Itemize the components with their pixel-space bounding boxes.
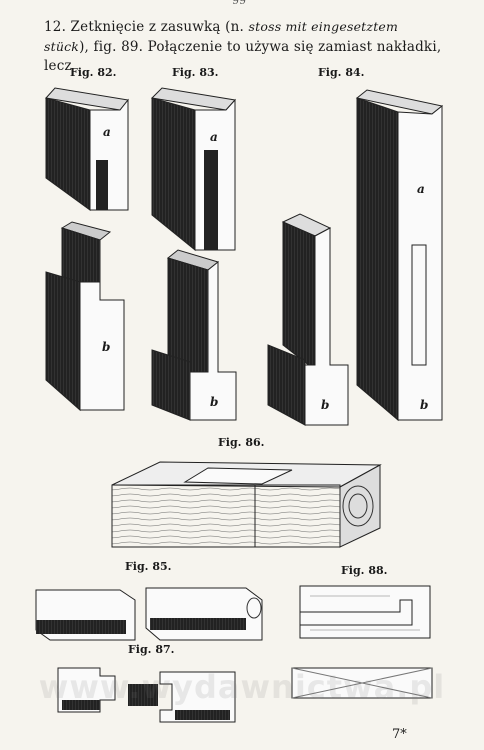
fig82-label: Fig. 82. xyxy=(70,66,117,79)
fig84-label: Fig. 84. xyxy=(318,66,365,79)
fig83-label: Fig. 83. xyxy=(172,66,219,79)
fig87-drawing xyxy=(57,667,433,723)
page-number: 7* xyxy=(392,727,407,742)
fig86-drawing xyxy=(111,461,382,548)
watermark: www.wydawnictwa.pl xyxy=(38,668,446,706)
fig86-label: Fig. 86. xyxy=(218,436,265,449)
fig82-letter-b: b xyxy=(102,340,111,354)
fig83-letter-a: a xyxy=(210,130,218,144)
fig87-label: Fig. 87. xyxy=(128,643,175,656)
para-line2-b: ), fig. 89. Połączenie to używa się zami… xyxy=(44,39,442,74)
fig84-letter-a: a xyxy=(417,182,425,196)
top-page-number: 99 xyxy=(232,0,246,7)
para-line1-b: stoss mit eingesetztem xyxy=(248,19,399,34)
fig83-drawing xyxy=(150,87,237,421)
para-line2-a: stück xyxy=(44,39,80,54)
fig83-letter-b: b xyxy=(210,395,219,409)
fig84-drawing xyxy=(267,89,444,426)
fig84-letter-b-left: b xyxy=(321,398,330,412)
fig88-label: Fig. 88. xyxy=(341,564,388,577)
fig88-drawing xyxy=(299,585,431,639)
fig85-drawing xyxy=(35,587,263,641)
paragraph-text: 12. Zetknięcie z zasuwką (n. stoss mit e… xyxy=(44,17,464,76)
fig85-label: Fig. 85. xyxy=(125,560,172,573)
fig84-letter-b-right: b xyxy=(420,398,429,412)
para-line1-a: 12. Zetknięcie z zasuwką (n. xyxy=(44,19,249,35)
fig82-drawing xyxy=(45,87,129,412)
fig82-letter-a: a xyxy=(103,125,111,139)
